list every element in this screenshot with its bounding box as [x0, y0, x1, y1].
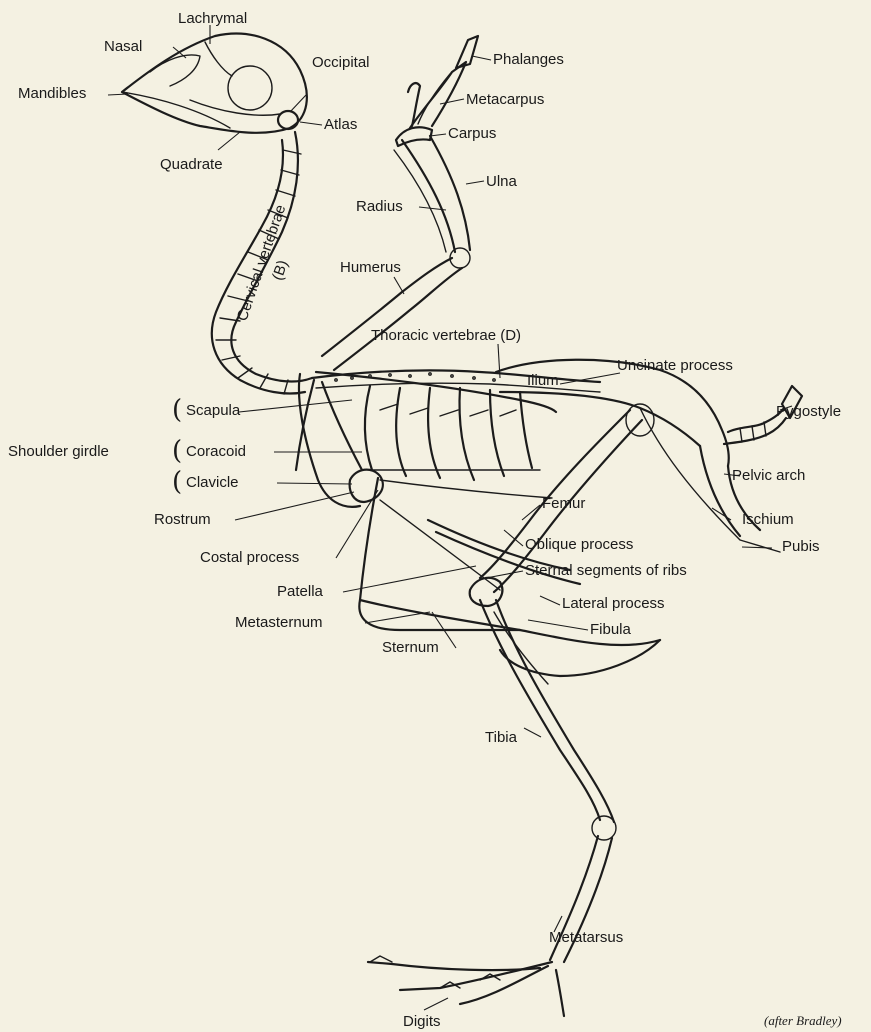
label-uncinate-process: Uncinate process [617, 357, 733, 374]
label-tibia: Tibia [485, 729, 518, 746]
label-ulna: Ulna [486, 173, 518, 190]
labels: Lachrymal Nasal Occipital Mandibles Atla… [8, 10, 842, 1030]
label-metatarsus: Metatarsus [549, 929, 623, 946]
ribs [365, 386, 552, 498]
label-oblique-process: Oblique process [525, 536, 633, 553]
label-pelvic-arch: Pelvic arch [732, 467, 805, 484]
label-atlas: Atlas [324, 116, 357, 133]
label-clavicle: Clavicle [186, 474, 239, 491]
svg-text:(: ( [172, 395, 182, 425]
label-costal-process: Costal process [200, 549, 299, 566]
label-ilium: Ilium [527, 372, 559, 389]
label-humerus: Humerus [340, 259, 401, 276]
label-fibula: Fibula [590, 621, 632, 638]
label-phalanges: Phalanges [493, 51, 564, 68]
label-lachrymal: Lachrymal [178, 10, 247, 27]
label-femur: Femur [542, 495, 585, 512]
label-shoulder-girdle: Shoulder girdle [8, 443, 109, 460]
label-mandibles: Mandibles [18, 85, 86, 102]
label-ischium: Ischium [742, 511, 794, 528]
leg [368, 410, 642, 1016]
label-nasal: Nasal [104, 38, 142, 55]
label-cervical-b: (B) [269, 258, 292, 282]
label-pubis: Pubis [782, 538, 820, 555]
label-rostrum: Rostrum [154, 511, 211, 528]
label-carpus: Carpus [448, 125, 496, 142]
label-radius: Radius [356, 198, 403, 215]
label-scapula: Scapula [186, 402, 241, 419]
label-thoracic-vertebrae: Thoracic vertebrae (D) [371, 327, 521, 344]
label-pygostyle: Pygostyle [776, 403, 841, 420]
credit-after-bradley: (after Bradley) [764, 1013, 842, 1028]
svg-text:(: ( [172, 436, 182, 466]
label-metacarpus: Metacarpus [466, 91, 544, 108]
label-lateral-process: Lateral process [562, 595, 665, 612]
label-sternal-segments: Sternal segments of ribs [525, 562, 687, 579]
label-occipital: Occipital [312, 54, 370, 71]
label-patella: Patella [277, 583, 324, 600]
label-metasternum: Metasternum [235, 614, 323, 631]
label-quadrate: Quadrate [160, 156, 223, 173]
skull [122, 34, 307, 133]
svg-text:(: ( [172, 467, 182, 497]
label-coracoid: Coracoid [186, 443, 246, 460]
label-digits: Digits [403, 1013, 441, 1030]
skeleton-drawing [122, 34, 802, 1016]
label-sternum: Sternum [382, 639, 439, 656]
